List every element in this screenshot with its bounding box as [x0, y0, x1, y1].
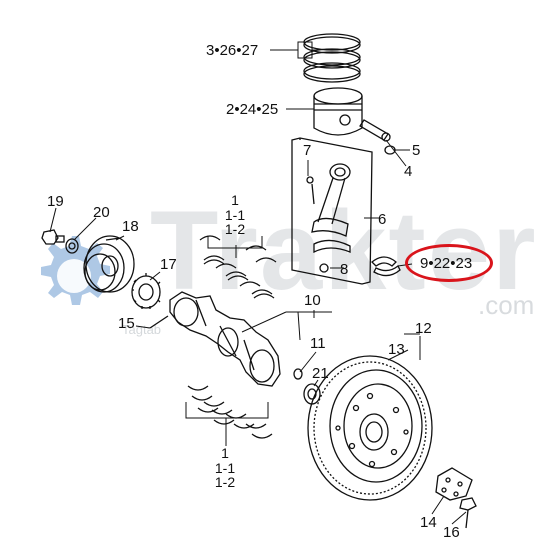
piston-pin-part — [359, 119, 396, 155]
label-pulley: 18 — [122, 218, 139, 235]
flywheel-bolt-part — [459, 497, 477, 529]
label-key: 15 — [118, 315, 135, 332]
label-main-bearings-bottom: 1 1-1 1-2 — [210, 446, 240, 490]
flywheel-part — [307, 355, 433, 501]
label-flywheel-bolt: 16 — [443, 524, 460, 541]
label-piston-pin: 4 — [404, 163, 413, 180]
label-main-bearing-top-1-1: 1-1 — [224, 206, 246, 223]
label-bolt: 7 — [303, 142, 312, 159]
label-flywheel: 12 — [415, 320, 432, 337]
leader-lines — [49, 41, 467, 525]
pulley-part — [83, 235, 135, 293]
crank-gear-part — [131, 273, 161, 309]
label-main-bearing-bottom-1: 1 — [221, 445, 229, 461]
label-main-bearing-bottom-1-2: 1-2 — [214, 474, 236, 491]
label-washer: 20 — [93, 204, 110, 221]
conrod-part — [306, 163, 351, 273]
label-pulley-bolt: 19 — [47, 193, 64, 210]
label-main-bearings-top: 1 1-1 1-2 — [220, 193, 250, 237]
label-piston-rings: 3•26•27 — [206, 42, 259, 59]
main-bearings-bottom-part — [187, 385, 273, 439]
bolt-plate-part — [435, 467, 473, 501]
label-crank-group: 10 — [304, 292, 321, 309]
label-bearing: 21 — [312, 365, 329, 382]
conrod-box — [291, 137, 373, 285]
watermark-subtext: Tagtab — [122, 322, 162, 337]
pin-part — [293, 368, 303, 380]
label-main-bearing-bottom-1-1: 1-1 — [214, 459, 236, 476]
label-conrod-bearing: 9•22•23 — [420, 255, 473, 272]
label-conrod: 6 — [378, 211, 387, 228]
crankshaft-part — [149, 291, 281, 387]
label-pin-clip: 5 — [412, 142, 421, 159]
conrod-bearing-shells-part — [371, 256, 401, 277]
label-gear: 17 — [160, 256, 177, 273]
label-piston: 2•24•25 — [226, 101, 279, 118]
label-nut: 8 — [340, 261, 349, 278]
label-ring-gear: 13 — [388, 341, 405, 358]
label-pin: 11 — [310, 335, 326, 352]
pulley-bolt-part — [41, 229, 79, 254]
label-bolt-plate: 14 — [420, 514, 437, 531]
piston-part — [313, 87, 363, 136]
watermark-domain: .com — [478, 290, 535, 320]
label-main-bearing-top-1-2: 1-2 — [224, 221, 246, 238]
label-main-bearing-top-1: 1 — [231, 192, 239, 208]
main-bearings-top-part — [199, 235, 277, 299]
highlight-ellipse — [405, 244, 493, 282]
